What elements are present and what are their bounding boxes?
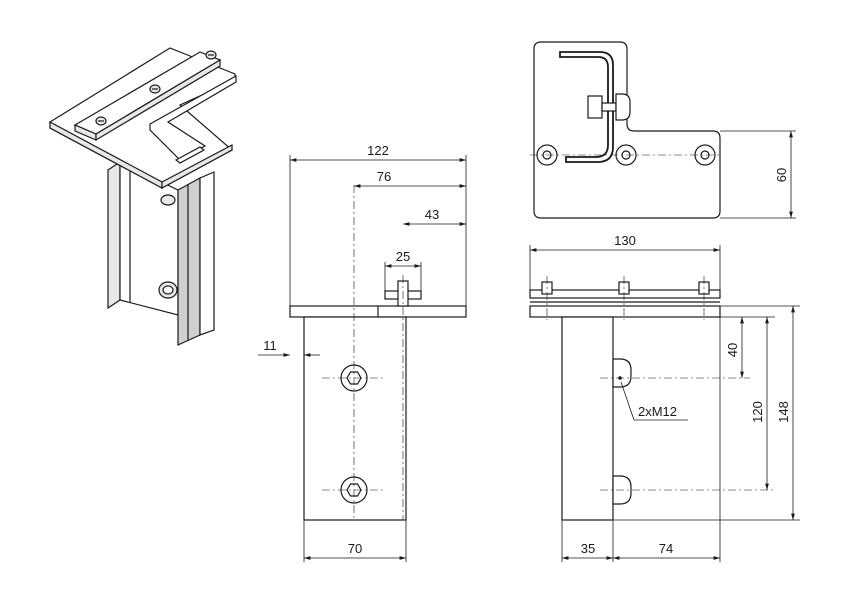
dim-122: 122	[367, 143, 389, 158]
dim-40: 40	[725, 343, 740, 357]
front-view: 122 76 43 25 11 70	[258, 143, 467, 562]
dim-11: 11	[263, 338, 277, 353]
dim-25: 25	[396, 249, 410, 264]
dim-60: 60	[774, 168, 789, 182]
dim-148: 148	[776, 401, 791, 423]
top-view: 60	[530, 41, 796, 219]
dim-70: 70	[348, 541, 362, 556]
dim-130: 130	[614, 233, 636, 248]
dim-76: 76	[377, 169, 391, 184]
dim-120: 120	[750, 401, 765, 423]
isometric-view	[49, 47, 237, 346]
side-view: 2xM12 130 40 120 148 35 74	[529, 233, 800, 562]
thread-note: 2xM12	[638, 404, 677, 419]
dim-35: 35	[581, 541, 595, 556]
dim-43: 43	[425, 207, 439, 222]
dim-74: 74	[659, 541, 673, 556]
